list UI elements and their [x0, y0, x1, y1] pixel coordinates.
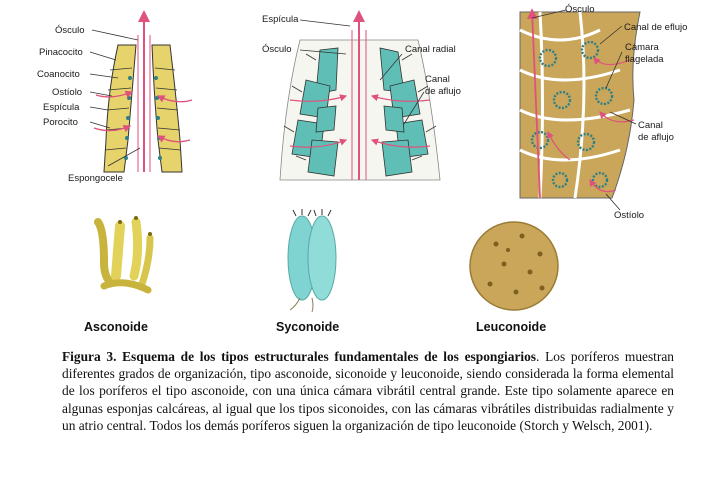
type-label-syconoide: Syconoide: [276, 320, 339, 334]
label-canal-aflujo-sycon-1: Canal: [425, 74, 450, 85]
caption-body: . Los poríferos muestran diferentes grad…: [62, 349, 674, 433]
leuconoid-diagram: Ósculo Canal de eflujo Cámara flagelada …: [519, 4, 687, 221]
type-label-leuconoide: Leuconoide: [476, 320, 546, 334]
label-camara-2: flagelada: [625, 54, 664, 65]
label-ostiolo-leucon: Ostíolo: [614, 210, 644, 221]
label-coanocito: Coanocito: [37, 69, 80, 80]
label-camara-1: Cámara: [625, 42, 660, 53]
label-porocito: Porocito: [43, 117, 78, 128]
label-osculo-ascon: Ósculo: [55, 25, 85, 36]
label-pinacocito: Pinacocito: [39, 47, 83, 58]
leuconoid-specimen: [469, 221, 559, 311]
label-canal-radial: Canal radial: [405, 44, 456, 55]
label-ostiolo-ascon: Ostíolo: [52, 87, 82, 98]
type-label-asconoide: Asconoide: [84, 320, 148, 334]
syconoid-specimen: [287, 209, 337, 313]
label-espicula-sycon: Espícula: [262, 14, 299, 25]
asconoid-specimen: [94, 216, 154, 294]
label-espicula-ascon: Espícula: [43, 102, 80, 113]
label-canal-efluyo: Canal de eflujo: [624, 22, 687, 33]
asconoid-diagram: Ósculo Pinacocito Coanocito Ostíolo Espí…: [37, 10, 193, 184]
syconoid-diagram: Espícula Ósculo Canal radial Canal de af…: [262, 10, 461, 181]
label-canal-aflujo-sycon-2: de aflujo: [425, 86, 461, 97]
label-espongocele: Espongocele: [68, 173, 123, 184]
figure-caption: Figura 3. Esquema de los tipos estructur…: [62, 348, 674, 434]
label-osculo-sycon: Ósculo: [262, 44, 292, 55]
label-canal-aflujo-leucon-1: Canal: [638, 120, 663, 131]
caption-title: Figura 3. Esquema de los tipos estructur…: [62, 349, 537, 364]
label-osculo-leucon: Ósculo: [565, 4, 595, 15]
label-canal-aflujo-leucon-2: de aflujo: [638, 132, 674, 143]
